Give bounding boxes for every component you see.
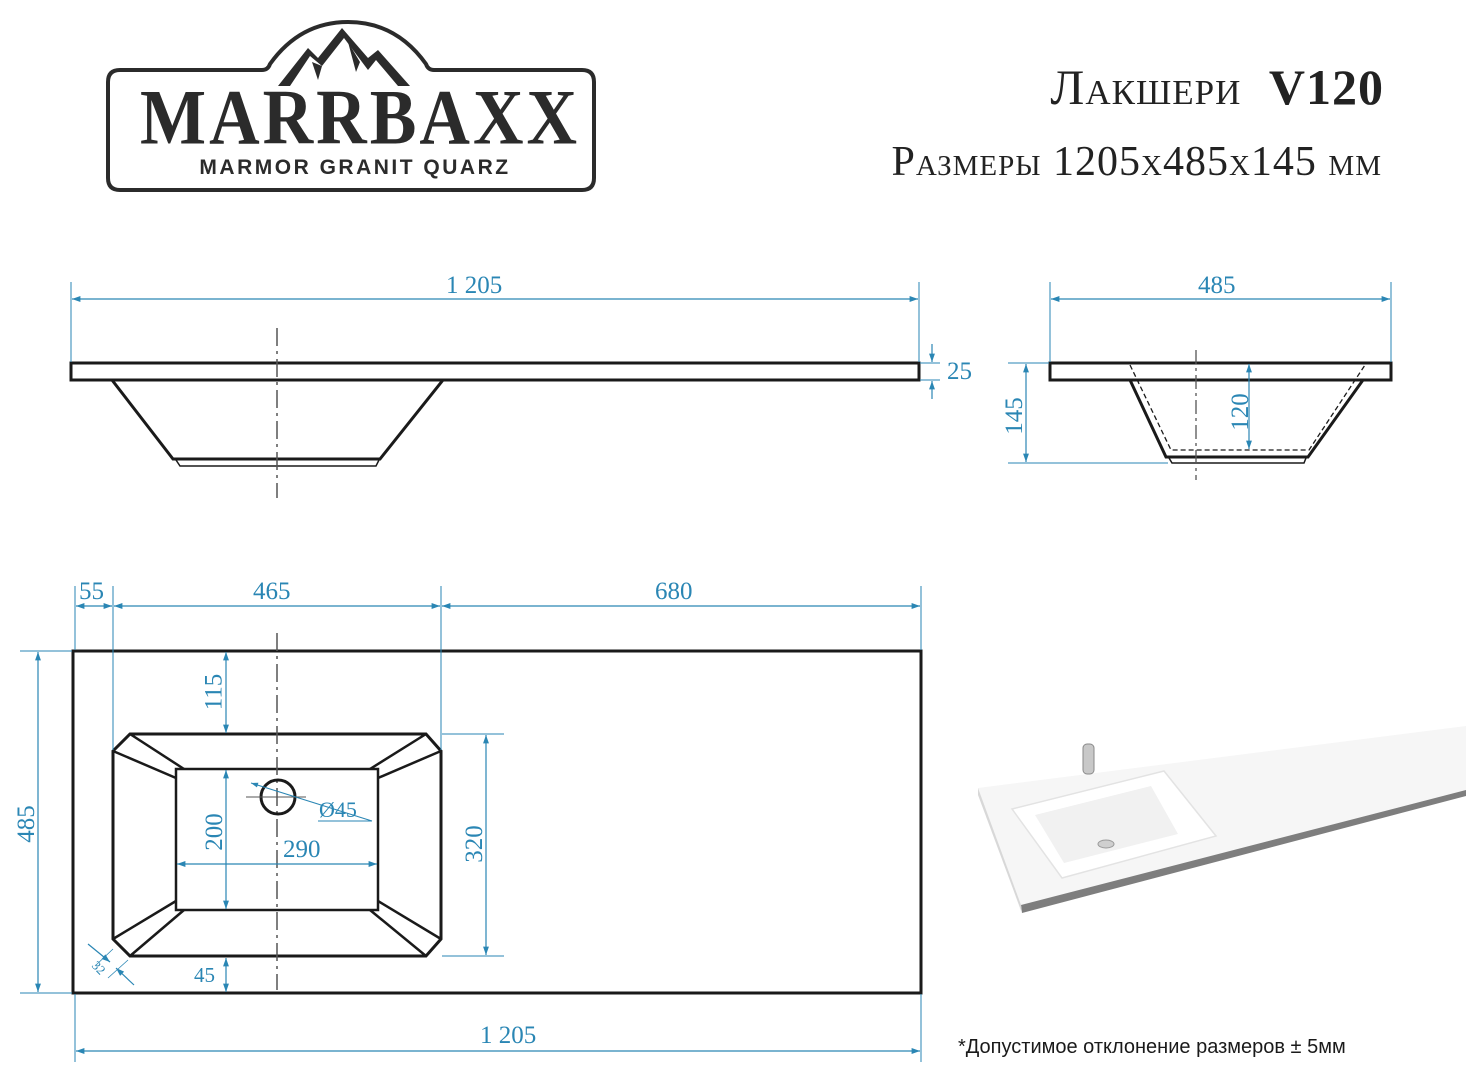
label-bowl-outer-width: 465	[253, 578, 291, 605]
product-series: Лакшери	[1050, 59, 1242, 115]
front-slab	[69, 361, 921, 382]
top-view	[20, 586, 923, 1062]
logo-tagline: MARMOR GRANIT QUARZ	[199, 156, 511, 179]
product-dimensions: Размеры 1205x485x145 мм	[891, 139, 1382, 185]
label-side-height: 145	[1000, 397, 1028, 435]
label-tap-hole-diameter: Ø45	[319, 797, 357, 822]
product-render	[978, 726, 1466, 913]
label-chamfer: 32	[88, 957, 109, 978]
label-slab-thickness: 25	[947, 358, 972, 385]
label-overall-depth: 485	[12, 805, 40, 843]
tap-hole	[259, 778, 297, 816]
label-bottom-width: 1 205	[480, 1022, 537, 1049]
side-bowl-base	[1168, 457, 1307, 464]
product-title: Лакшери V120	[1050, 58, 1384, 116]
tolerance-footnote: *Допустимое отклонение размеров ± 5мм	[958, 1036, 1346, 1058]
label-bowl-inner-depth: 200	[200, 813, 228, 851]
side-slab	[1048, 361, 1393, 382]
front-bowl	[110, 379, 445, 461]
side-view	[1008, 282, 1393, 480]
label-right-counter-width: 680	[655, 578, 693, 605]
faucet-icon	[1082, 743, 1095, 775]
label-side-depth: 485	[1198, 272, 1236, 299]
label-bottom-margin: 45	[194, 963, 215, 987]
label-bowl-inner-width: 290	[283, 836, 321, 863]
label-front-width: 1 205	[446, 272, 503, 299]
bowl-outer	[111, 732, 443, 958]
logo-brand-name: MARRBAXX	[140, 75, 581, 162]
product-model: V120	[1268, 59, 1384, 115]
label-bowl-outer-depth: 320	[460, 825, 488, 863]
front-view	[69, 282, 940, 498]
label-left-offset: 55	[79, 578, 104, 605]
label-top-margin: 115	[200, 673, 228, 711]
label-side-bowl-depth: 120	[1226, 393, 1254, 431]
front-bowl-base	[175, 459, 380, 467]
